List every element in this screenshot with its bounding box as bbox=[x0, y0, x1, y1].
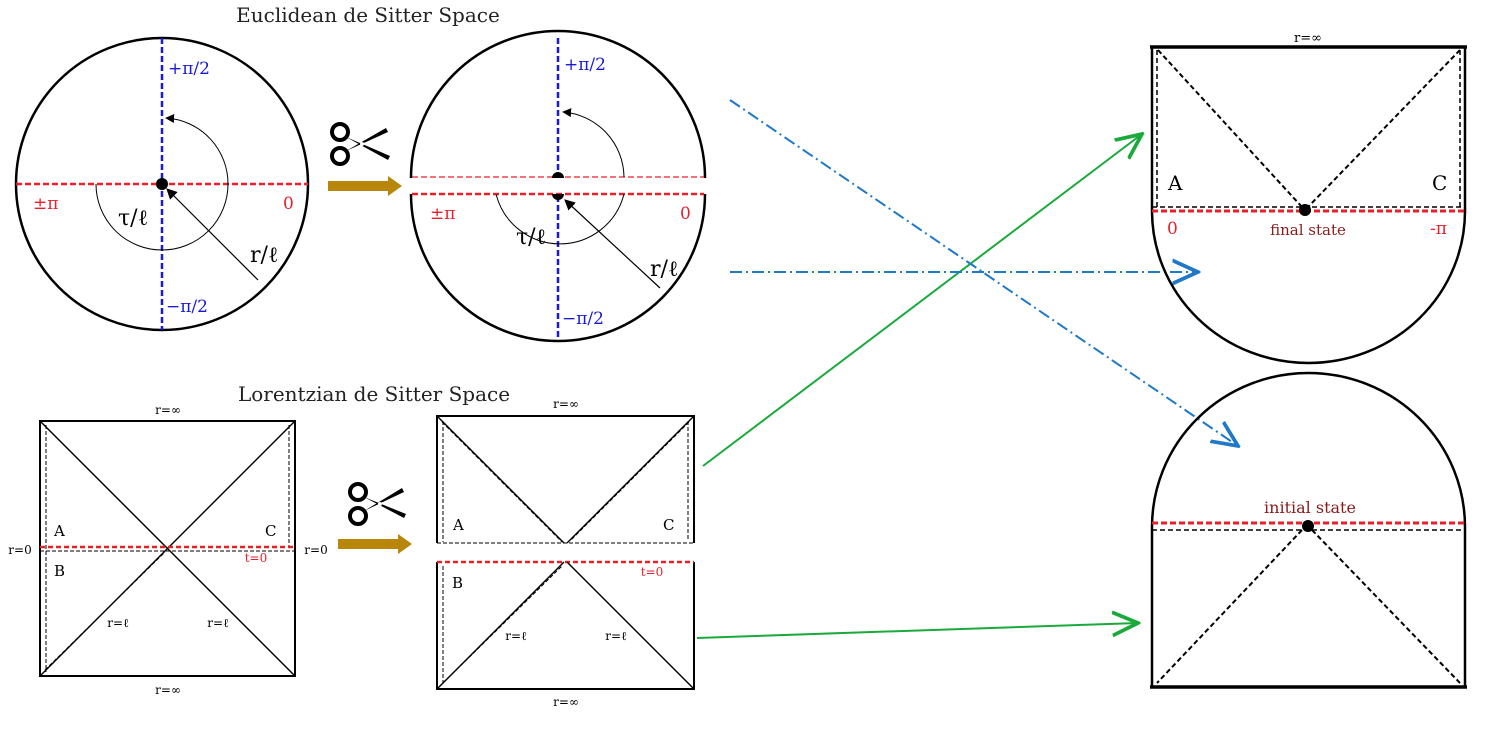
label-region-A: A bbox=[53, 522, 65, 540]
initial-state-point bbox=[1302, 520, 1314, 532]
label-minus-half-pi: −π/2 bbox=[166, 297, 208, 317]
label-region-A: A bbox=[452, 516, 464, 534]
radius-arrow bbox=[166, 188, 259, 281]
label-r-inf: r=∞ bbox=[553, 397, 579, 411]
scissors-icon bbox=[330, 122, 390, 166]
initial-state-caption: initial state bbox=[1264, 498, 1356, 517]
label-r-inf: r=∞ bbox=[1294, 31, 1322, 46]
label-plus-minus-pi: ±π bbox=[33, 194, 58, 214]
label-plus-minus-pi: ±π bbox=[430, 204, 455, 224]
label-r-inf: r=∞ bbox=[553, 695, 579, 709]
label-region-B: B bbox=[54, 562, 65, 580]
final-state-geometry: r=∞ A C 0 -π final state bbox=[1150, 31, 1467, 365]
label-zero: 0 bbox=[283, 194, 294, 214]
green-arrow-upper bbox=[702, 134, 1142, 467]
label-t-zero: t=0 bbox=[641, 565, 664, 579]
euclidean-sphere-full: +π/2 −π/2 ±π 0 τ/ℓ r/ℓ bbox=[14, 36, 310, 332]
label-r-inf: r=∞ bbox=[155, 683, 181, 697]
label-r-ell: r=ℓ bbox=[605, 629, 627, 643]
label-r-zero: r=0 bbox=[8, 543, 31, 557]
green-arrow-lower bbox=[696, 623, 1138, 639]
label-radius: r/ℓ bbox=[250, 243, 278, 268]
euclidean-sphere-cut: +π/2 −π/2 ±π 0 τ/ℓ r/ℓ bbox=[409, 29, 707, 343]
label-minus-half-pi: −π/2 bbox=[562, 309, 604, 329]
label-zero: 0 bbox=[1167, 219, 1178, 239]
center-point bbox=[156, 178, 168, 190]
label-region-C: C bbox=[1432, 171, 1447, 195]
label-plus-half-pi: +π/2 bbox=[564, 55, 606, 75]
tau-arc bbox=[95, 114, 229, 251]
scissors-icon bbox=[348, 482, 406, 526]
penrose-diagram-cut: r=∞ r=∞ r=ℓ r=ℓ t=0 A B C bbox=[436, 397, 695, 709]
euclidean-title: Euclidean de Sitter Space bbox=[236, 3, 500, 27]
penrose-diagram-full: r=∞ r=∞ r=0 r=0 r=ℓ r=ℓ t=0 A B C bbox=[8, 403, 327, 697]
label-tau: τ/ℓ bbox=[516, 225, 546, 250]
label-region-A: A bbox=[1167, 171, 1183, 195]
label-region-C: C bbox=[265, 522, 276, 540]
final-state-point bbox=[1299, 204, 1311, 216]
label-t-zero: t=0 bbox=[245, 551, 268, 565]
lorentzian-title: Lorentzian de Sitter Space bbox=[238, 382, 510, 406]
label-r-zero: r=0 bbox=[304, 543, 327, 557]
gold-arrow-icon bbox=[328, 176, 402, 196]
label-r-inf: r=∞ bbox=[155, 403, 181, 417]
dashdot-arrow-diagonal bbox=[729, 99, 1238, 446]
label-r-ell: r=ℓ bbox=[505, 629, 527, 643]
label-r-ell: r=ℓ bbox=[207, 616, 229, 630]
label-r-ell: r=ℓ bbox=[107, 616, 129, 630]
label-region-C: C bbox=[663, 516, 674, 534]
initial-state-geometry: initial state bbox=[1150, 371, 1467, 689]
label-zero: 0 bbox=[680, 204, 691, 224]
label-minus-pi: -π bbox=[1430, 219, 1447, 239]
label-plus-half-pi: +π/2 bbox=[168, 59, 210, 79]
final-state-caption: final state bbox=[1270, 221, 1346, 239]
label-radius: r/ℓ bbox=[650, 257, 678, 282]
label-tau: τ/ℓ bbox=[118, 206, 148, 231]
label-region-B: B bbox=[452, 574, 463, 592]
gold-arrow-icon bbox=[338, 534, 412, 554]
